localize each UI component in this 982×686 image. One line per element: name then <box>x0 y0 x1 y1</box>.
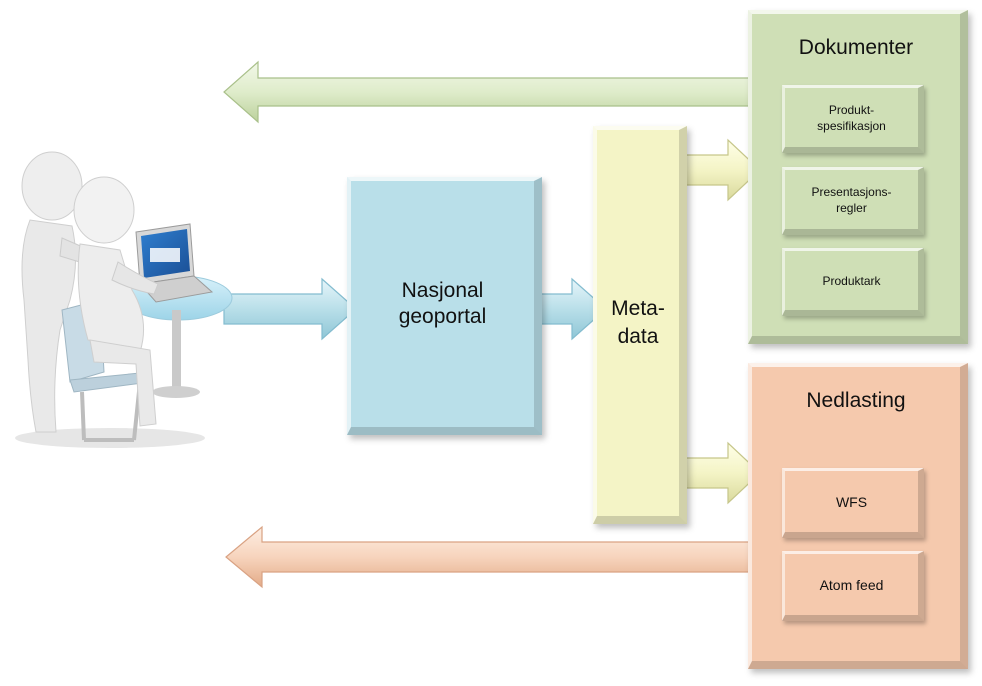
metadata-box: Meta- data <box>593 126 687 524</box>
produktark-box: Produktark <box>782 248 924 316</box>
produktspesifikasjon-box: Produkt- spesifikasjon <box>782 85 924 153</box>
nasjonal-geoportal-label: Nasjonal geoportal <box>398 279 487 328</box>
dokumenter-title: Dokumenter <box>798 36 914 59</box>
users-at-computer-icon <box>15 151 233 448</box>
wfs-box: WFS <box>782 468 924 538</box>
arrow-user-to-portal <box>223 277 357 341</box>
arrow-metadata-to-dokumenter <box>679 138 761 202</box>
presentasjonsregler-label: Presentasjons- regler <box>811 184 892 215</box>
arrow-dokumenter-to-user <box>223 60 751 124</box>
produktspesifikasjon-label: Produkt- spesifikasjon <box>817 102 886 133</box>
metadata-label: Meta- data <box>611 297 665 348</box>
wfs-label: WFS <box>835 493 868 510</box>
presentasjonsregler-box: Presentasjons- regler <box>782 167 924 235</box>
atom-feed-label: Atom feed <box>819 576 884 593</box>
produktark-label: Produktark <box>822 273 881 288</box>
atom-feed-box: Atom feed <box>782 551 924 621</box>
nasjonal-geoportal-box: Nasjonal geoportal <box>347 177 542 435</box>
arrow-metadata-to-nedlasting <box>679 441 761 505</box>
arrow-nedlasting-to-user <box>225 525 751 589</box>
nedlasting-title: Nedlasting <box>806 389 906 412</box>
